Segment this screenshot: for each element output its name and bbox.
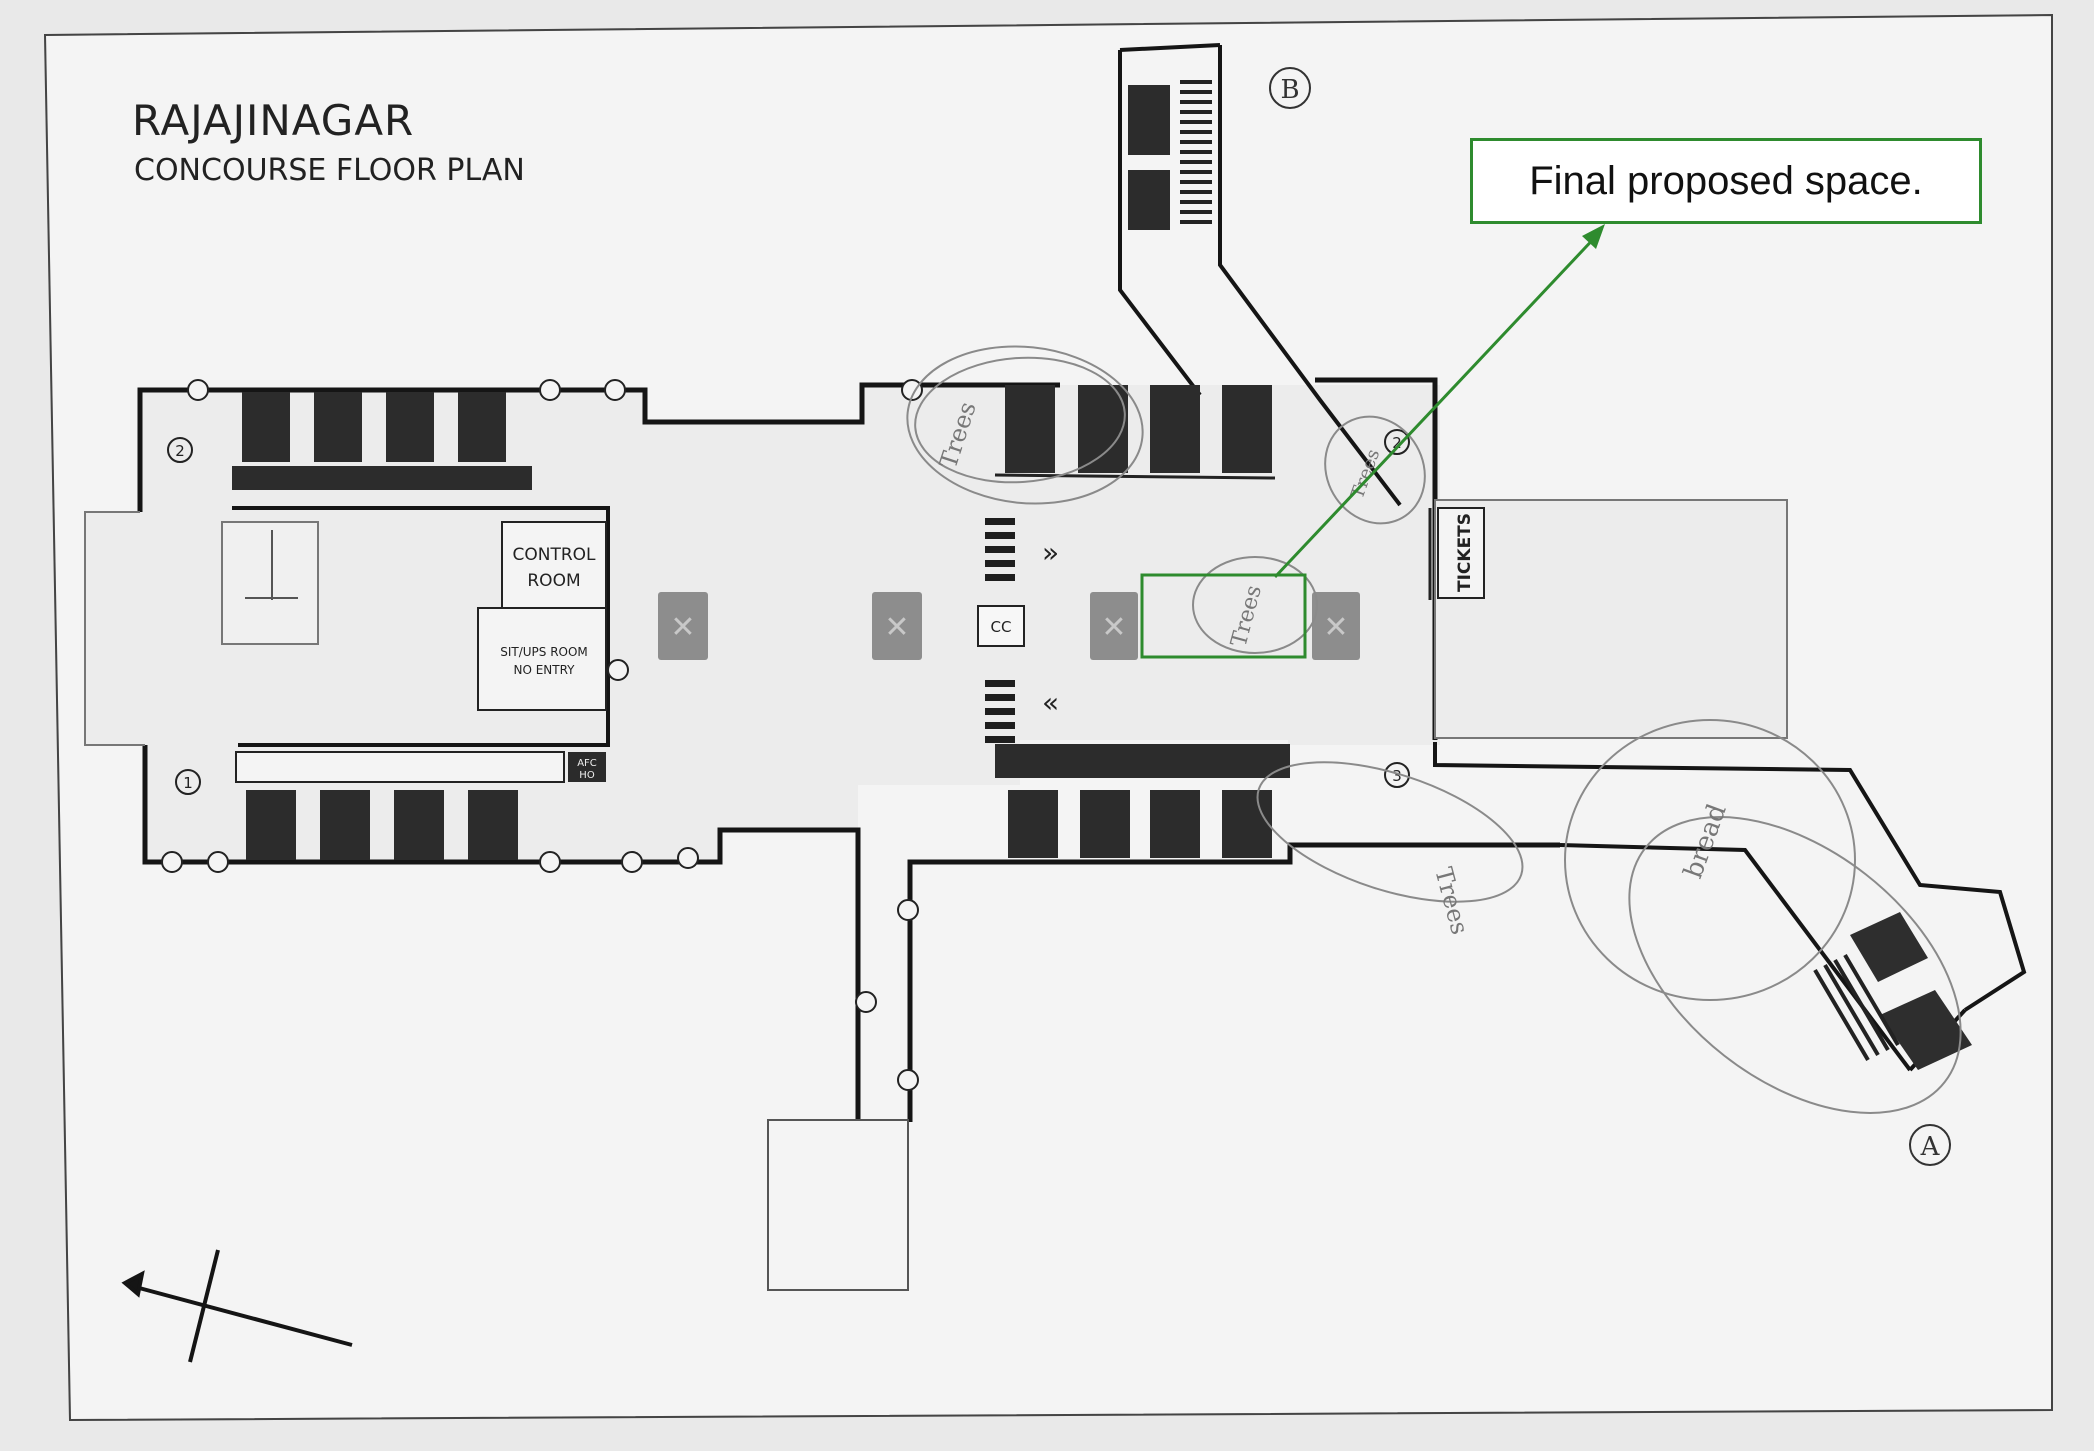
stairs-right-top [1005, 385, 1272, 473]
entry-a-label: A [1920, 1132, 1941, 1162]
svg-text:✕: ✕ [884, 610, 909, 645]
customer-care-box [977, 605, 1025, 647]
stairs-a-steps [1813, 953, 1900, 1062]
callout-arrow-head [1582, 224, 1605, 249]
control-room-label-2: ROOM [527, 571, 580, 591]
escalator-left-top [232, 466, 532, 490]
callout-text: Final proposed space. [1529, 158, 1923, 203]
stairs-left-top [242, 392, 506, 462]
afc-room [568, 752, 606, 782]
tickets-label: TICKETS [1455, 513, 1475, 592]
fire-extinguisher-icon [161, 379, 923, 1091]
wall-outline-bottom-left [142, 745, 861, 1122]
entry-number: 1 [183, 774, 193, 792]
wall-outline-top [137, 382, 1060, 512]
tickets-area [1434, 499, 1788, 739]
lower-room [767, 1119, 909, 1291]
proposed-space-highlight [1140, 573, 1307, 659]
stairs-right-bottom [1008, 790, 1272, 858]
stairs-b-steps [1180, 80, 1212, 224]
pencil-annotations [906, 345, 1962, 1114]
left-wing-area [85, 385, 1440, 862]
entry-number-badge [1384, 762, 1410, 788]
svg-text:✕: ✕ [1101, 610, 1126, 645]
entry-number-badge [175, 769, 201, 795]
plan-title: RAJAJINAGAR [132, 96, 414, 145]
entry-number-badge [167, 437, 193, 463]
entry-a-badge [1909, 1124, 1951, 1166]
no-entry-icon: ✕ [872, 592, 922, 660]
entry-b-label: B [1280, 75, 1299, 105]
stairs-left-bottom [246, 790, 518, 860]
corridor-b-top [1119, 43, 1221, 52]
callout-box: Final proposed space. [1470, 138, 1982, 224]
escalator-right-bottom [995, 744, 1290, 778]
afc-label-1: AFC [577, 758, 597, 769]
afc-label-2: HO [579, 770, 595, 781]
entry-number: 3 [1392, 767, 1402, 785]
entry-number-badge [1384, 429, 1410, 455]
left-storage-room [221, 521, 319, 645]
corridor-b-right [1218, 45, 1402, 507]
control-room [501, 521, 607, 611]
afc-bar [235, 751, 565, 783]
fare-gates [985, 518, 1015, 743]
wall-outline-bottom-right [907, 842, 1560, 1122]
control-room-label-1: CONTROL [512, 545, 596, 565]
stairs-a [1850, 912, 1972, 1070]
no-entry-icon: ✕ [1090, 592, 1138, 660]
tickets-counter [1437, 507, 1485, 599]
entry-number: 2 [1392, 434, 1402, 452]
no-entry-icon: ✕ [658, 592, 708, 660]
corridor-a-upper [1433, 742, 2027, 1012]
corridor-b-left [1118, 50, 1202, 397]
plan-subtitle: CONCOURSE FLOOR PLAN [134, 153, 525, 188]
wall-left-bump [84, 511, 145, 746]
svg-text:✕: ✕ [670, 610, 695, 645]
entry-b-badge [1269, 67, 1311, 109]
svg-text:✕: ✕ [1323, 610, 1348, 645]
north-arrow-icon [121, 1249, 353, 1363]
stairs-b [1128, 85, 1170, 230]
stairs-right-top-rail [994, 473, 1276, 480]
arrow-chevron-icon: « [1042, 686, 1059, 719]
sit-ups-room [477, 607, 607, 711]
control-block-wall [232, 506, 610, 747]
sit-ups-label-2: NO ENTRY [513, 663, 575, 677]
customer-care-label: CC [991, 618, 1012, 636]
no-entry-icon: ✕ [1312, 592, 1360, 660]
entry-number: 2 [175, 442, 185, 460]
paper-border [43, 13, 2053, 1422]
callout-arrow-line [1273, 230, 1602, 579]
sit-ups-label-1: SIT/UPS ROOM [500, 645, 588, 659]
arrow-chevron-icon: » [1042, 536, 1059, 569]
